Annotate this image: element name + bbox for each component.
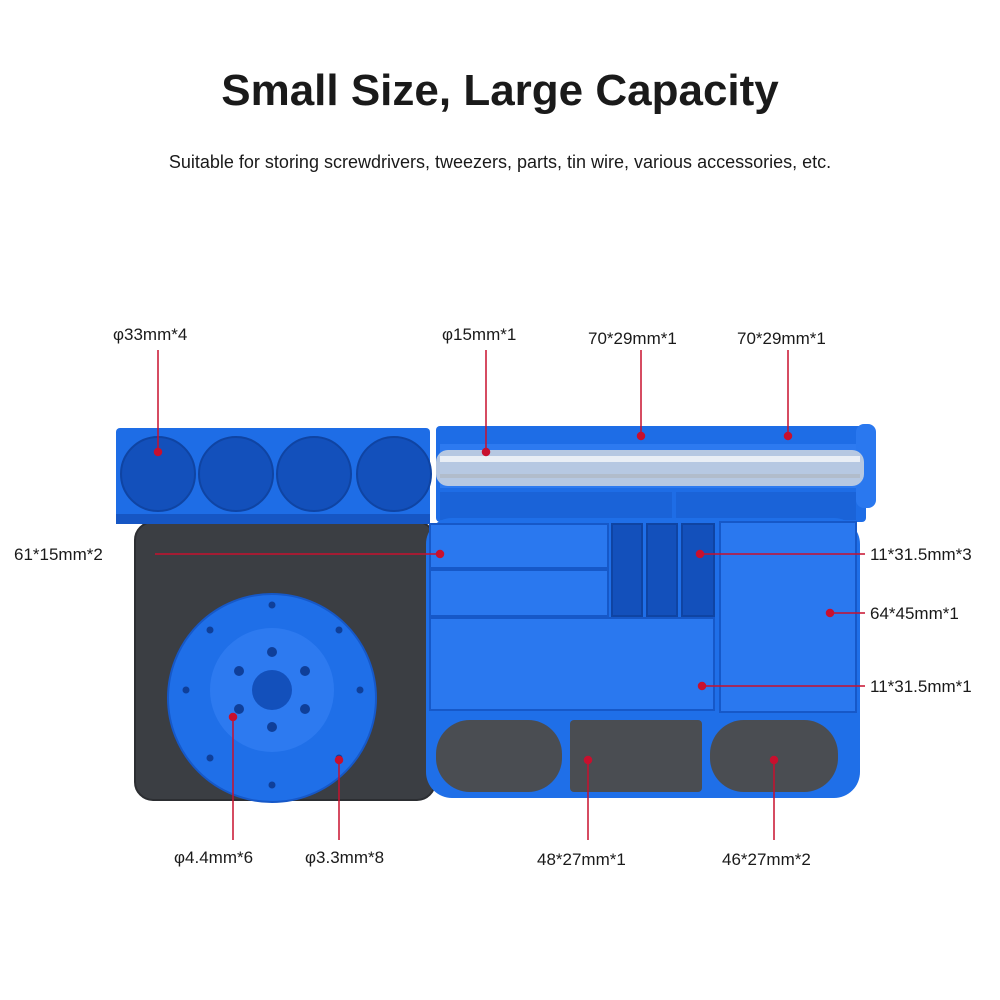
label-slot-64: 64*45mm*1 xyxy=(870,604,959,623)
page-title: Small Size, Large Capacity xyxy=(221,66,779,115)
label-holes-44: φ4.4mm*6 xyxy=(174,848,254,867)
leader-lines xyxy=(153,350,865,840)
page-subtitle: Suitable for storing screwdrivers, tweez… xyxy=(168,152,832,172)
clear-tube xyxy=(436,450,864,486)
pad-middle xyxy=(570,720,702,792)
label-slot-70-b: 70*29mm*1 xyxy=(737,329,826,348)
label-slot-11-a: 11*31.5mm*3 xyxy=(870,545,972,564)
cup-hole xyxy=(120,436,432,512)
label-pad-46: 46*27mm*2 xyxy=(722,850,811,869)
label-slot-11-b: 11*31.5mm*1 xyxy=(870,677,972,696)
round-bit-holder xyxy=(167,593,377,803)
label-holes-33mm: φ3.3mm*8 xyxy=(305,848,385,867)
label-slot-61: 61*15mm*2 xyxy=(14,545,103,564)
label-slot-70-a: 70*29mm*1 xyxy=(588,329,677,348)
label-pad-48: 48*27mm*1 xyxy=(537,850,626,869)
pad-left xyxy=(436,720,562,792)
label-cup-holes: φ33mm*4 xyxy=(113,325,188,344)
label-tube: φ15mm*1 xyxy=(442,325,517,344)
